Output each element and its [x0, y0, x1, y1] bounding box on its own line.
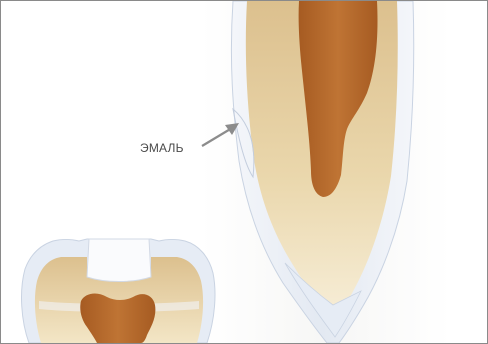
enamel-label: ЭМАЛЬ	[140, 141, 184, 155]
small-tooth-crosssection	[22, 239, 215, 343]
small-tooth-filling	[87, 239, 151, 282]
